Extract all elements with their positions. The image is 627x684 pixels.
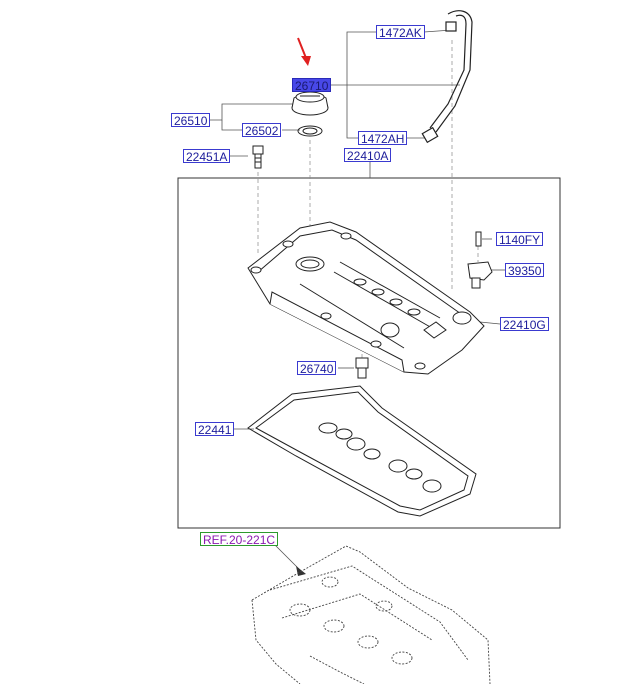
part-label-26740[interactable]: 26740 <box>297 361 337 376</box>
cap-gasket-icon <box>297 125 323 137</box>
part-label-1140fy[interactable]: 1140FY <box>496 232 544 247</box>
part-label-22410a[interactable]: 22410A <box>344 148 392 163</box>
leader-lines <box>210 29 505 571</box>
assembly-frame <box>177 177 561 529</box>
reference-label[interactable]: REF.20-221C <box>200 532 279 547</box>
part-label-39350[interactable]: 39350 <box>505 263 545 278</box>
sensor-icon <box>467 261 493 289</box>
breather-hose-icon <box>421 10 473 144</box>
part-label-22451a[interactable]: 22451A <box>183 149 231 164</box>
part-label-22441[interactable]: 22441 <box>195 422 235 437</box>
part-label-1472ah[interactable]: 1472AH <box>358 131 408 146</box>
rocker-cover-icon <box>247 221 485 375</box>
bolt-icon <box>252 145 264 169</box>
part-label-26510[interactable]: 26510 <box>171 113 211 128</box>
cylinder-head-outline-icon <box>251 545 491 684</box>
part-label-22410g[interactable]: 22410G <box>500 317 549 332</box>
part-label-1472ak[interactable]: 1472AK <box>376 25 425 40</box>
small-bolt-icon <box>475 231 482 247</box>
selected-part-arrow-icon <box>297 37 311 66</box>
part-label-26502[interactable]: 26502 <box>242 123 282 138</box>
rocker-cover-gasket-icon <box>247 385 477 517</box>
oil-filler-cap-icon <box>291 91 329 116</box>
pcv-valve-icon <box>355 357 369 379</box>
part-label-26710-selected[interactable]: 26710 <box>292 78 332 93</box>
